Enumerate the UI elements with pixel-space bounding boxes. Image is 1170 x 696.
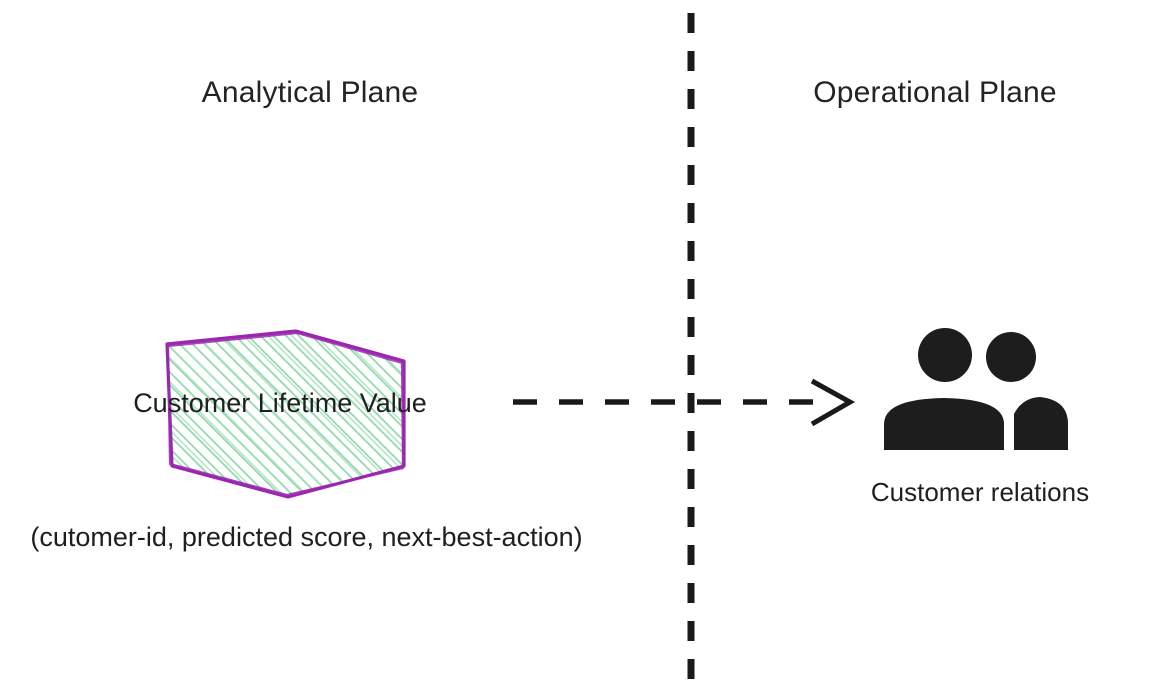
node-tuple-caption: (cutomer-id, predicted score, next-best-… [30, 522, 583, 552]
person-head-left [918, 328, 972, 382]
analytical-plane-title: Analytical Plane [201, 76, 419, 109]
hexagon-node[interactable] [165, 329, 406, 499]
operational-plane-title: Operational Plane [813, 76, 1057, 109]
person-body-left [884, 398, 1004, 450]
arrowhead-icon [810, 378, 856, 427]
hexagon-outline [165, 329, 406, 499]
people-icon [884, 328, 1068, 450]
dashed-arrow [513, 378, 856, 427]
person-body-right [1014, 397, 1068, 450]
customer-relations-label: Customer relations [870, 477, 1090, 507]
person-head-right [986, 332, 1036, 382]
hexagon-fill-overlay [167, 331, 404, 497]
hexagon-outline-sketch [166, 331, 405, 497]
